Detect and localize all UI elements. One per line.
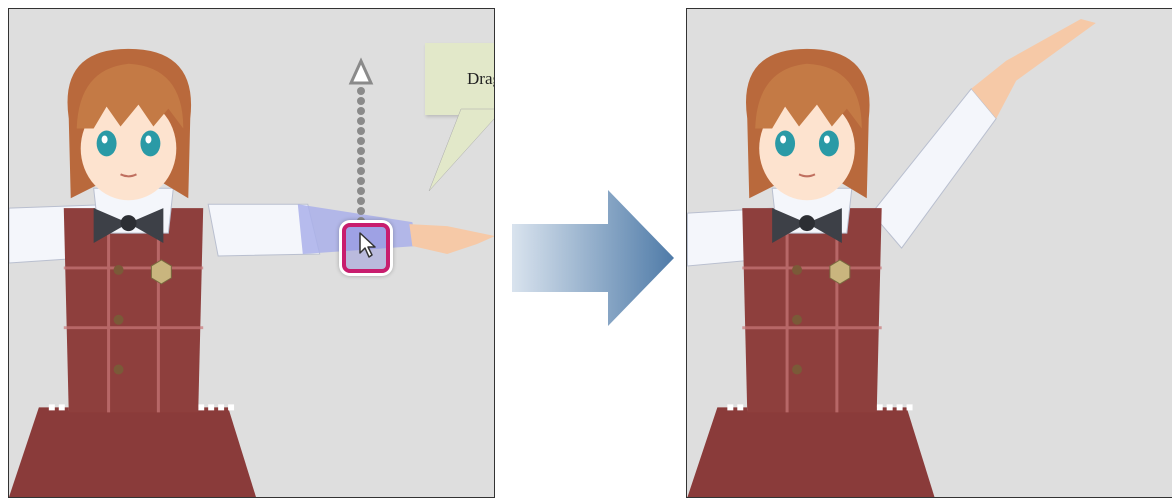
arrow-up-dotted-icon <box>349 59 389 249</box>
callout-label: Drag <box>425 69 495 89</box>
drag-callout: Drag <box>425 43 495 115</box>
viewport-before[interactable]: Drag <box>8 8 495 498</box>
mouse-pointer-icon <box>358 231 380 259</box>
arrow-right-icon <box>512 190 674 326</box>
character-figure-after <box>687 9 1172 497</box>
callout-tail <box>421 109 495 195</box>
viewport-after[interactable] <box>686 8 1172 498</box>
character-figure-before <box>9 9 494 497</box>
